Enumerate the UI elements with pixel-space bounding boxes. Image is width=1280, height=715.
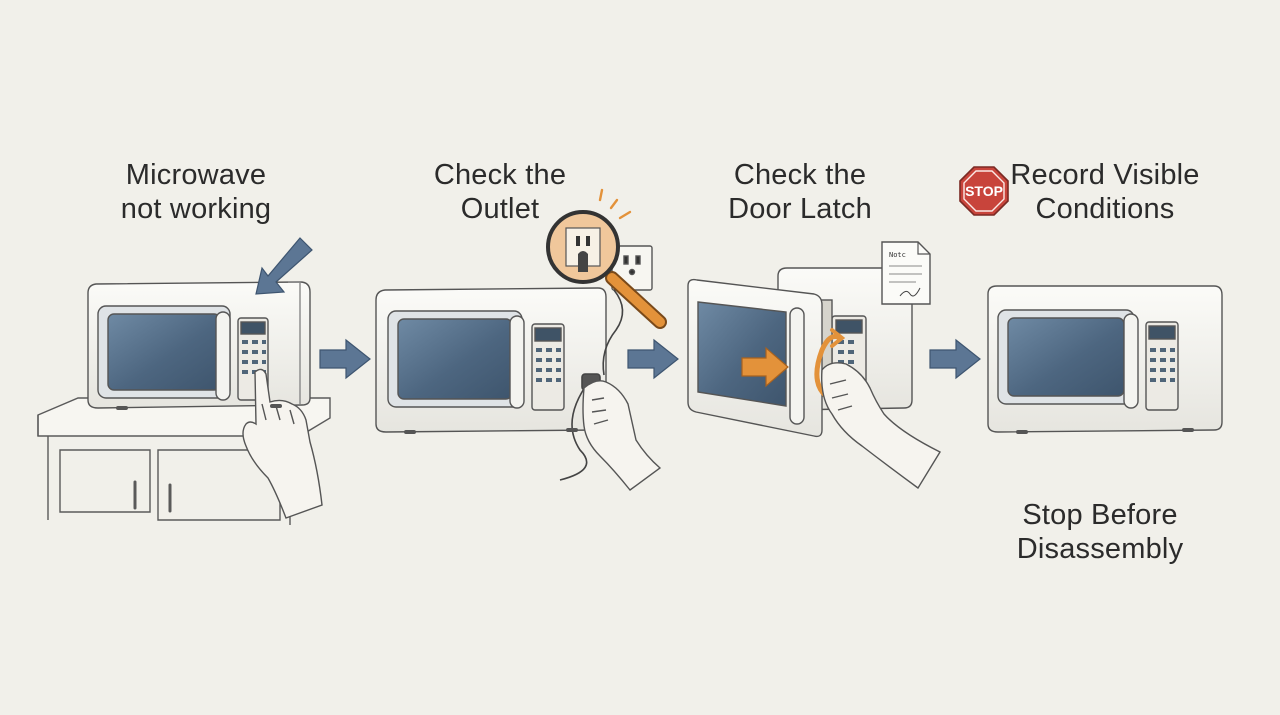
final-caption-line2: Disassembly (1016, 533, 1184, 565)
step-1-title-line1: Microwave (125, 159, 267, 191)
keypad-4 (1150, 348, 1175, 382)
final-caption-line1: Stop Before (1022, 499, 1178, 531)
keypad-2 (536, 348, 561, 382)
note-icon: Notc (881, 241, 931, 305)
step-3-title-line2: Door Latch (728, 193, 872, 225)
microwave-feet (116, 404, 1194, 434)
stop-sign-icon: STOP (959, 166, 1009, 216)
hand-icon (582, 380, 662, 491)
pointing-arrow-icon (255, 237, 313, 295)
step-2-title: Check the Outlet (398, 158, 602, 226)
step-3-title-line1: Check the (733, 159, 867, 191)
microwave-2 (375, 287, 607, 433)
orange-arrow-icon (741, 346, 789, 388)
final-caption: Stop Before Disassembly (990, 498, 1210, 566)
microwave-4 (987, 285, 1223, 433)
step-4-title: Record Visible Conditions (1005, 158, 1205, 226)
hand-icon (242, 368, 323, 519)
hand-icon (821, 362, 941, 490)
step-3-title: Check the Door Latch (700, 158, 900, 226)
stop-sign-text: STOP (965, 183, 1003, 199)
step-2-title-line1: Check the (433, 159, 567, 191)
magnifying-glass-icon (546, 188, 667, 329)
flow-arrow-icon (319, 338, 371, 380)
step-2-title-line2: Outlet (460, 193, 540, 225)
step-4-title-line1: Record Visible (1010, 159, 1200, 191)
flow-arrow-icon (627, 338, 679, 380)
latch-rotation-arrow (814, 328, 846, 399)
step-1-title-line2: not working (120, 193, 272, 225)
flow-arrow-icon (929, 338, 981, 380)
note-text: Notc (889, 251, 906, 259)
step-4-title-line2: Conditions (1035, 193, 1175, 225)
keypad-3 (838, 340, 854, 364)
microwave-1 (87, 281, 311, 409)
step-1-title: Microwave not working (86, 158, 306, 226)
